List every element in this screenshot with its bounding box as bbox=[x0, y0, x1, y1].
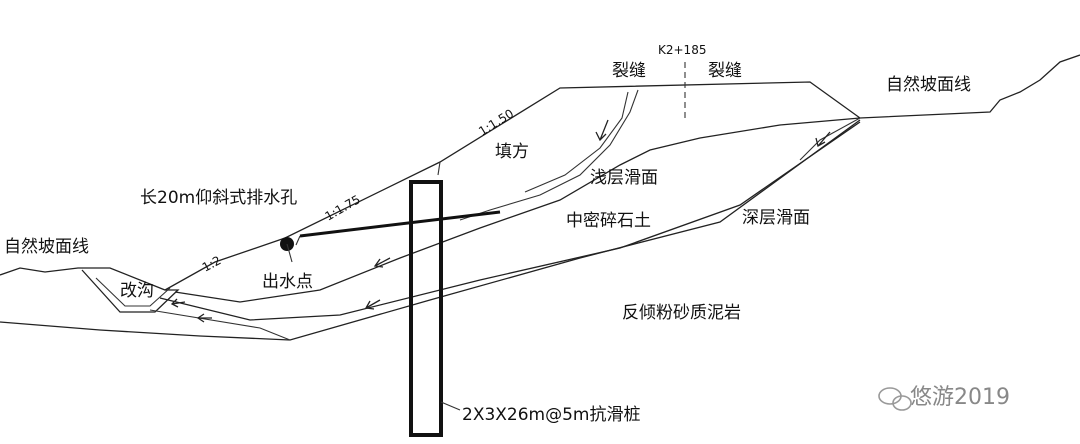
deep-slip-label: 深层滑面 bbox=[742, 208, 810, 228]
crack-line-left-2 bbox=[524, 91, 629, 193]
fill-label: 填方 bbox=[495, 142, 529, 162]
slope-ratio-label-1: 1:1.50 bbox=[476, 106, 516, 138]
slip-arrow-5 bbox=[196, 313, 212, 323]
slip-arrow-1 bbox=[595, 119, 609, 142]
station-label: K2+185 bbox=[658, 43, 706, 57]
shallow-slip-label: 浅层滑面 bbox=[590, 168, 658, 188]
fill-bench-line bbox=[437, 161, 441, 176]
deep-slip-surface bbox=[159, 121, 861, 321]
crack-label-right: 裂缝 bbox=[708, 61, 742, 81]
shallow-slip-surface bbox=[174, 117, 861, 303]
slope-ratio-label-2: 1:1.75 bbox=[323, 192, 363, 223]
ditch-inner bbox=[95, 277, 171, 307]
watermark-text: 悠游2019 bbox=[910, 385, 1010, 410]
fill-bench-line-2 bbox=[295, 235, 301, 246]
rock-boundary-line bbox=[0, 119, 861, 341]
natural-slope-label-right: 自然坡面线 bbox=[886, 75, 971, 95]
ditch-label: 改沟 bbox=[120, 281, 154, 301]
pile-leader bbox=[440, 401, 461, 411]
ditch-outline bbox=[81, 269, 180, 313]
drain-hole-line bbox=[299, 210, 501, 238]
natural-slope-label-left: 自然坡面线 bbox=[4, 237, 89, 257]
pile-label: 2X3X26m@5m抗滑桩 bbox=[462, 405, 641, 425]
drain-hole-label: 长20m仰斜式排水孔 bbox=[140, 188, 297, 208]
slip-arrow-2 bbox=[815, 131, 831, 147]
anti-slide-pile bbox=[409, 180, 443, 437]
slope-ratio-label-3: 1:2 bbox=[200, 253, 224, 274]
wechat-icon bbox=[878, 387, 912, 411]
crack-line-left bbox=[459, 89, 639, 221]
rock-lower-line bbox=[149, 309, 291, 341]
gravel-soil-label: 中密碎石土 bbox=[566, 211, 651, 231]
mudstone-label: 反倾粉砂质泥岩 bbox=[622, 303, 741, 323]
crack-label-left: 裂缝 bbox=[612, 61, 646, 81]
outlet-label: 出水点 bbox=[262, 272, 313, 292]
ground-surface-line bbox=[0, 54, 1080, 291]
outlet-leader bbox=[286, 243, 293, 263]
crack-line-right bbox=[799, 117, 861, 161]
slip-arrow-3 bbox=[373, 257, 391, 268]
slip-arrow-6 bbox=[170, 298, 186, 308]
slip-arrow-4 bbox=[364, 299, 381, 310]
